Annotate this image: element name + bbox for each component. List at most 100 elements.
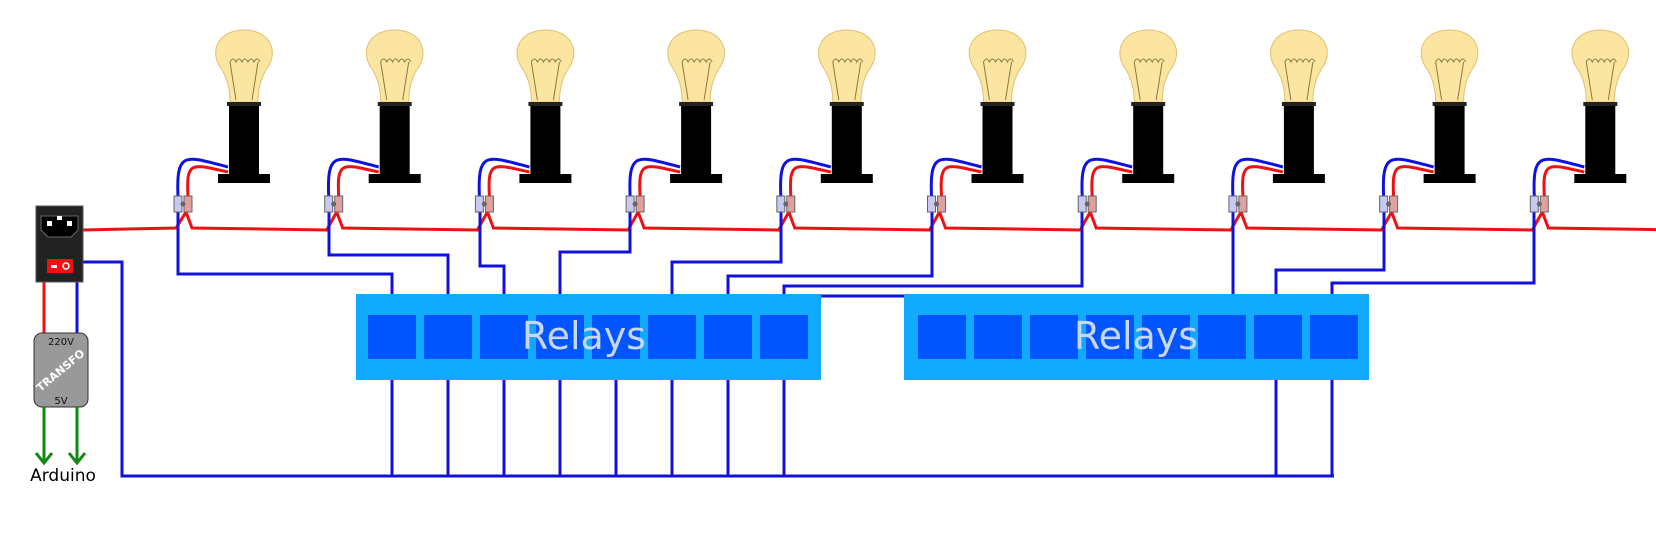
live-bus (82, 208, 1656, 232)
filament (1435, 58, 1467, 101)
lamp-base (1272, 174, 1325, 183)
connector-screw (180, 201, 186, 207)
live-wire (1542, 165, 1585, 197)
lamps (173, 29, 1630, 213)
relay-board-1: Relays (356, 294, 821, 380)
lamp-base (670, 174, 723, 183)
lamp-base (971, 174, 1024, 183)
live-wire (939, 165, 982, 197)
relay-module (974, 315, 1022, 359)
socket-pin-right (67, 221, 72, 226)
filament (1284, 58, 1316, 101)
neutral-wire (779, 157, 832, 197)
filament (1133, 58, 1165, 101)
arduino-label: Arduino (30, 466, 96, 486)
lamp-base (368, 174, 421, 183)
arrow-down-icon (67, 452, 87, 466)
relay-module (1086, 315, 1134, 359)
lamp-base (519, 174, 572, 183)
neutral-wire-to-relay (327, 212, 450, 315)
neutral-wire (628, 157, 681, 197)
lamp (474, 29, 575, 213)
relay-module (918, 315, 966, 359)
live-wire (1090, 165, 1133, 197)
lamp (173, 29, 273, 213)
lamp-socket (831, 106, 862, 176)
filament (983, 58, 1014, 101)
lamp-socket (681, 106, 712, 176)
light-bulb-icon (365, 29, 424, 103)
neutral-wire-to-relay (1274, 212, 1386, 315)
power-switch-on-mark (51, 265, 57, 268)
relay-module (704, 315, 752, 359)
neutral-wire (326, 157, 380, 197)
relay-board-2-modules (918, 315, 1358, 359)
relay-board-1-label: Relays (522, 314, 646, 358)
relay-module (368, 315, 416, 359)
power-switch-off-mark (62, 262, 70, 270)
lamp (1529, 29, 1630, 213)
neutral-wire-to-relay (784, 212, 1235, 298)
neutral-wire-to-relay (670, 212, 783, 315)
neutral-wire (176, 157, 229, 197)
light-bulb-icon (1420, 29, 1479, 103)
light-bulb-icon (818, 29, 876, 103)
light-bulb-icon (667, 29, 725, 103)
relay-module (1310, 315, 1358, 359)
relay-module (760, 315, 808, 359)
filament (530, 58, 562, 101)
lamp-base (820, 174, 873, 183)
connector-screw (1536, 201, 1542, 207)
live-wire (1241, 165, 1284, 197)
lamp-socket-collar (227, 102, 261, 106)
neutral-wire (477, 157, 530, 197)
neutral-wire (929, 157, 982, 197)
arrow-down-icon (34, 452, 54, 466)
socket-pin-top (57, 216, 62, 220)
relay-board-1-modules (368, 315, 808, 359)
lamp-socket (1434, 106, 1465, 176)
wires (42, 157, 1656, 478)
relay-module (1254, 315, 1302, 359)
live-wire (1391, 165, 1434, 197)
live-wire (788, 165, 832, 197)
relay-module (1030, 315, 1078, 359)
transformer-body (33, 332, 89, 408)
lamp-base (1122, 174, 1175, 183)
lamp (927, 29, 1027, 213)
lamp-socket (229, 106, 259, 176)
lamp-base (1423, 174, 1476, 183)
lamp (324, 29, 424, 213)
lamp-socket-collar (679, 102, 714, 106)
relay-board-2-label: Relays (1074, 314, 1198, 358)
lamp (776, 29, 876, 213)
filament (681, 58, 713, 101)
lamp-socket-collar (1131, 102, 1166, 106)
lamp-socket-collar (1432, 102, 1467, 106)
arduino-outputs: Arduino (30, 407, 96, 486)
light-bulb-icon (1270, 29, 1328, 103)
power-inlet (35, 205, 84, 283)
transformer-input-label: 220V (48, 337, 74, 348)
light-bulb-icon (1571, 29, 1630, 103)
neutral-wire-to-relay (558, 212, 632, 315)
live-wire (487, 165, 530, 197)
connector-screw (481, 201, 487, 207)
live-wire (336, 165, 380, 197)
connector-screw (783, 201, 789, 207)
connector-screw (934, 201, 939, 207)
socket-pin-left (47, 221, 52, 226)
connector-screw (1386, 201, 1392, 207)
lamp (1228, 29, 1328, 213)
lamp-socket-collar (1583, 102, 1618, 106)
lamp-base (218, 174, 270, 183)
connector-screw (1084, 201, 1090, 207)
light-bulb-icon (968, 29, 1027, 103)
relay-board-2: Relays (904, 294, 1369, 380)
connector-screw (1235, 201, 1241, 207)
lamp-socket-collar (829, 102, 864, 106)
lamp (1379, 29, 1479, 213)
lamp (1077, 29, 1177, 213)
relay-module (536, 315, 584, 359)
